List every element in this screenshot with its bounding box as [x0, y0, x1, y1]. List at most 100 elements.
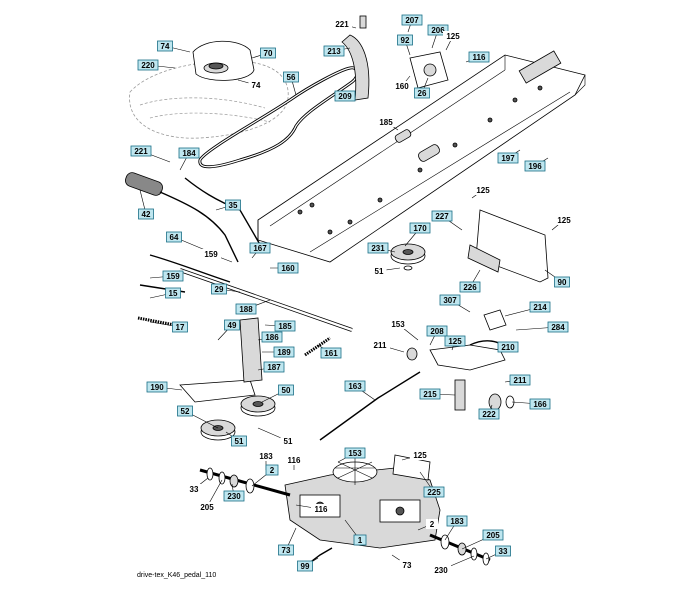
callout-labels: 7470220745622121320792206125116160262091… [130, 14, 574, 575]
callout-189: 189 [273, 346, 295, 358]
callout-number: 189 [277, 348, 291, 357]
fuel-tank-cover [192, 40, 255, 81]
callout-box-bg [235, 303, 257, 315]
callout-35: 35 [225, 199, 241, 211]
callout-number: 170 [413, 224, 427, 233]
callout-number: 215 [423, 390, 437, 399]
callout-2: 2 [426, 519, 438, 529]
callout-box-bg [427, 24, 449, 36]
callout-number: 116 [473, 53, 486, 62]
callout-70: 70 [260, 47, 276, 59]
callout-number: 50 [282, 386, 291, 395]
callout-number: 163 [348, 382, 362, 391]
callout-box-bg [274, 320, 296, 332]
callout-number: 74 [161, 42, 170, 51]
callout-box-bg [426, 325, 448, 337]
callout-number: 99 [301, 562, 310, 571]
callout-box-bg [334, 90, 356, 102]
callout-text-bg [332, 19, 352, 29]
brake-rod [319, 371, 421, 441]
callout-116: 116 [311, 504, 331, 514]
callout-box-bg [397, 34, 413, 46]
callout-box-bg [277, 262, 299, 274]
callout-184: 184 [178, 147, 200, 159]
spring-161 [304, 336, 331, 357]
callout-text-bg [554, 215, 574, 225]
callout-box-bg [497, 341, 519, 353]
callout-text-bg [392, 81, 412, 91]
callout-number: 64 [170, 233, 179, 242]
callout-17: 17 [172, 321, 188, 333]
callout-number: 221 [134, 147, 148, 156]
callout-box-bg [459, 281, 481, 293]
callout-box-bg [524, 160, 546, 172]
callout-box-bg [157, 40, 173, 52]
callout-box-bg [419, 388, 441, 400]
callout-number: 160 [281, 264, 295, 273]
callout-box-bg [431, 210, 453, 222]
callout-text-bg [256, 451, 276, 461]
callout-box-bg [260, 47, 276, 59]
callout-125: 125 [473, 185, 493, 195]
callout-box-bg [478, 408, 500, 420]
callout-52: 52 [177, 405, 193, 417]
callout-159: 159 [162, 270, 184, 282]
callout-207: 207 [401, 14, 423, 26]
callout-number: 188 [239, 305, 253, 314]
callout-text-bg [410, 450, 430, 460]
callout-box-bg [225, 199, 241, 211]
axle-right [429, 533, 491, 566]
callout-number: 153 [348, 449, 362, 458]
callout-49: 49 [224, 319, 240, 331]
callout-number: 307 [443, 296, 457, 305]
callout-box-bg [166, 231, 182, 243]
callout-box-bg [261, 331, 283, 343]
callout-box-bg [495, 545, 511, 557]
callout-number: 207 [405, 16, 419, 25]
callout-33: 33 [495, 545, 511, 557]
callout-number: 125 [413, 451, 427, 460]
callout-box-bg [138, 208, 154, 220]
callout-box-bg [529, 398, 551, 410]
callout-205: 205 [197, 502, 217, 512]
callout-box-bg [367, 242, 389, 254]
callout-2: 2 [265, 464, 279, 476]
callout-183: 183 [256, 451, 276, 461]
callout-160: 160 [392, 81, 412, 91]
callout-text-bg [284, 455, 304, 465]
callout-187: 187 [263, 361, 285, 373]
callout-number: 209 [338, 92, 352, 101]
callout-number: 35 [229, 201, 238, 210]
callout-box-bg [529, 301, 551, 313]
callout-text-bg [186, 484, 202, 494]
callout-number: 125 [557, 216, 571, 225]
callout-221: 221 [332, 19, 352, 29]
callout-text-bg [197, 502, 217, 512]
callout-116: 116 [284, 455, 304, 465]
callout-text-bg [370, 340, 390, 350]
callout-number: 230 [434, 566, 448, 575]
callout-box-bg [446, 515, 468, 527]
callout-number: 183 [259, 452, 273, 461]
callout-box-bg [273, 346, 295, 358]
callout-box-bg [265, 464, 279, 476]
callout-number: 116 [288, 456, 301, 465]
callout-number: 125 [448, 337, 462, 346]
callout-box-bg [224, 319, 240, 331]
callout-number: 17 [176, 323, 185, 332]
callout-number: 185 [379, 118, 393, 127]
callout-box-bg [162, 270, 184, 282]
callout-number: 26 [418, 89, 427, 98]
callout-box-bg [409, 222, 431, 234]
callout-197: 197 [497, 152, 519, 164]
callout-number: 211 [374, 341, 387, 350]
callout-307: 307 [439, 294, 461, 306]
callout-185: 185 [274, 320, 296, 332]
callout-125: 125 [444, 335, 466, 347]
callout-text-bg [426, 519, 438, 529]
callout-number: 51 [284, 437, 293, 446]
callout-number: 161 [324, 349, 338, 358]
callout-188: 188 [235, 303, 257, 315]
callout-210: 210 [497, 341, 519, 353]
